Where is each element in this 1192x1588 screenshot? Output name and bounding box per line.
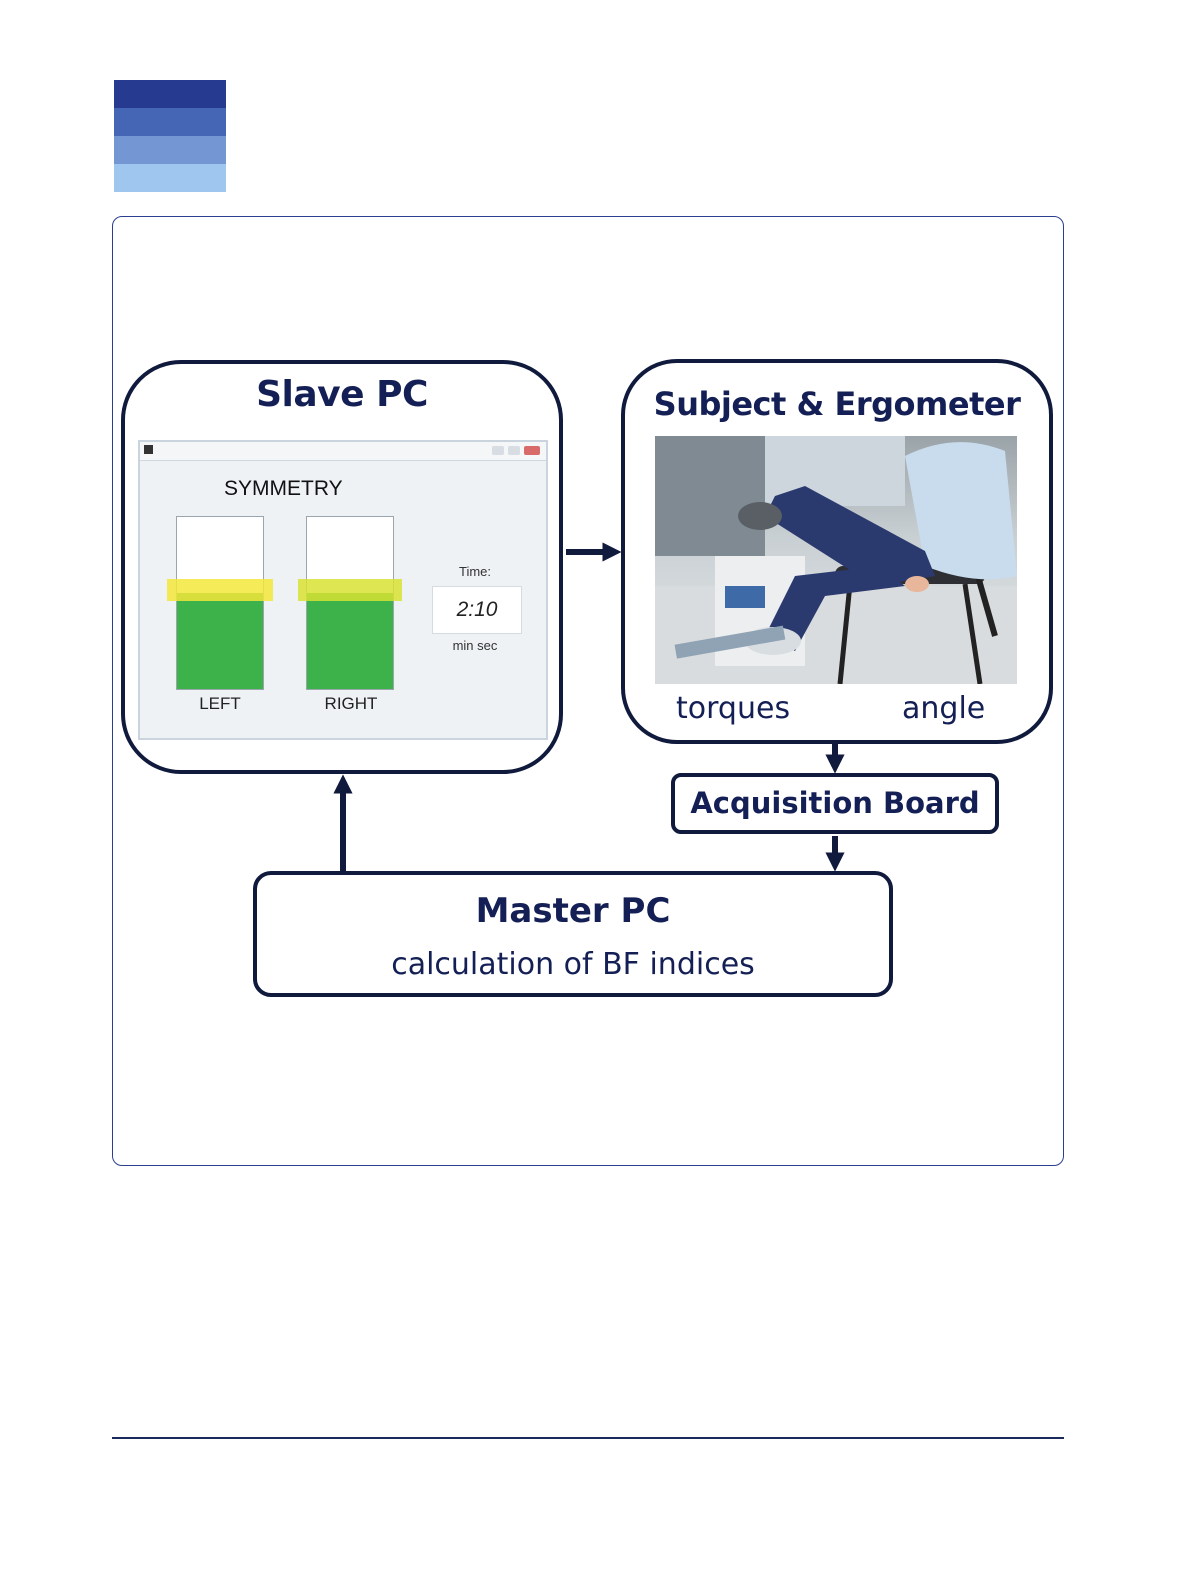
slave-pc-title: Slave PC: [125, 374, 559, 415]
maximize-icon: [508, 446, 520, 455]
left-bar-fill: [177, 593, 263, 689]
symmetry-heading: SYMMETRY: [224, 477, 424, 501]
master-pc-node: Master PC calculation of BF indices: [253, 871, 893, 997]
minimize-icon: [492, 446, 504, 455]
master-pc-title: Master PC: [257, 891, 889, 931]
torques-label: torques: [676, 691, 790, 726]
left-bar-label: LEFT: [160, 694, 280, 714]
subject-photo-illustration: [655, 436, 1017, 684]
window-title-bar: [140, 442, 546, 461]
subject-photo: [655, 436, 1017, 684]
left-target-band: [167, 579, 273, 601]
time-units: min sec: [430, 638, 520, 653]
right-target-band: [298, 579, 402, 601]
time-value: 2:10: [432, 586, 522, 634]
acquisition-board: Acquisition Board: [671, 773, 999, 834]
footer-rule: [112, 1437, 1064, 1439]
subject-title: Subject & Ergometer: [625, 385, 1049, 423]
close-icon: [524, 446, 540, 455]
right-bar: [306, 516, 394, 690]
left-bar: [176, 516, 264, 690]
app-icon: [144, 445, 153, 454]
angle-label: angle: [902, 691, 985, 726]
right-bar-fill: [307, 593, 393, 689]
time-label: Time:: [430, 564, 520, 579]
right-bar-label: RIGHT: [291, 694, 411, 714]
master-pc-subtitle: calculation of BF indices: [257, 947, 889, 982]
